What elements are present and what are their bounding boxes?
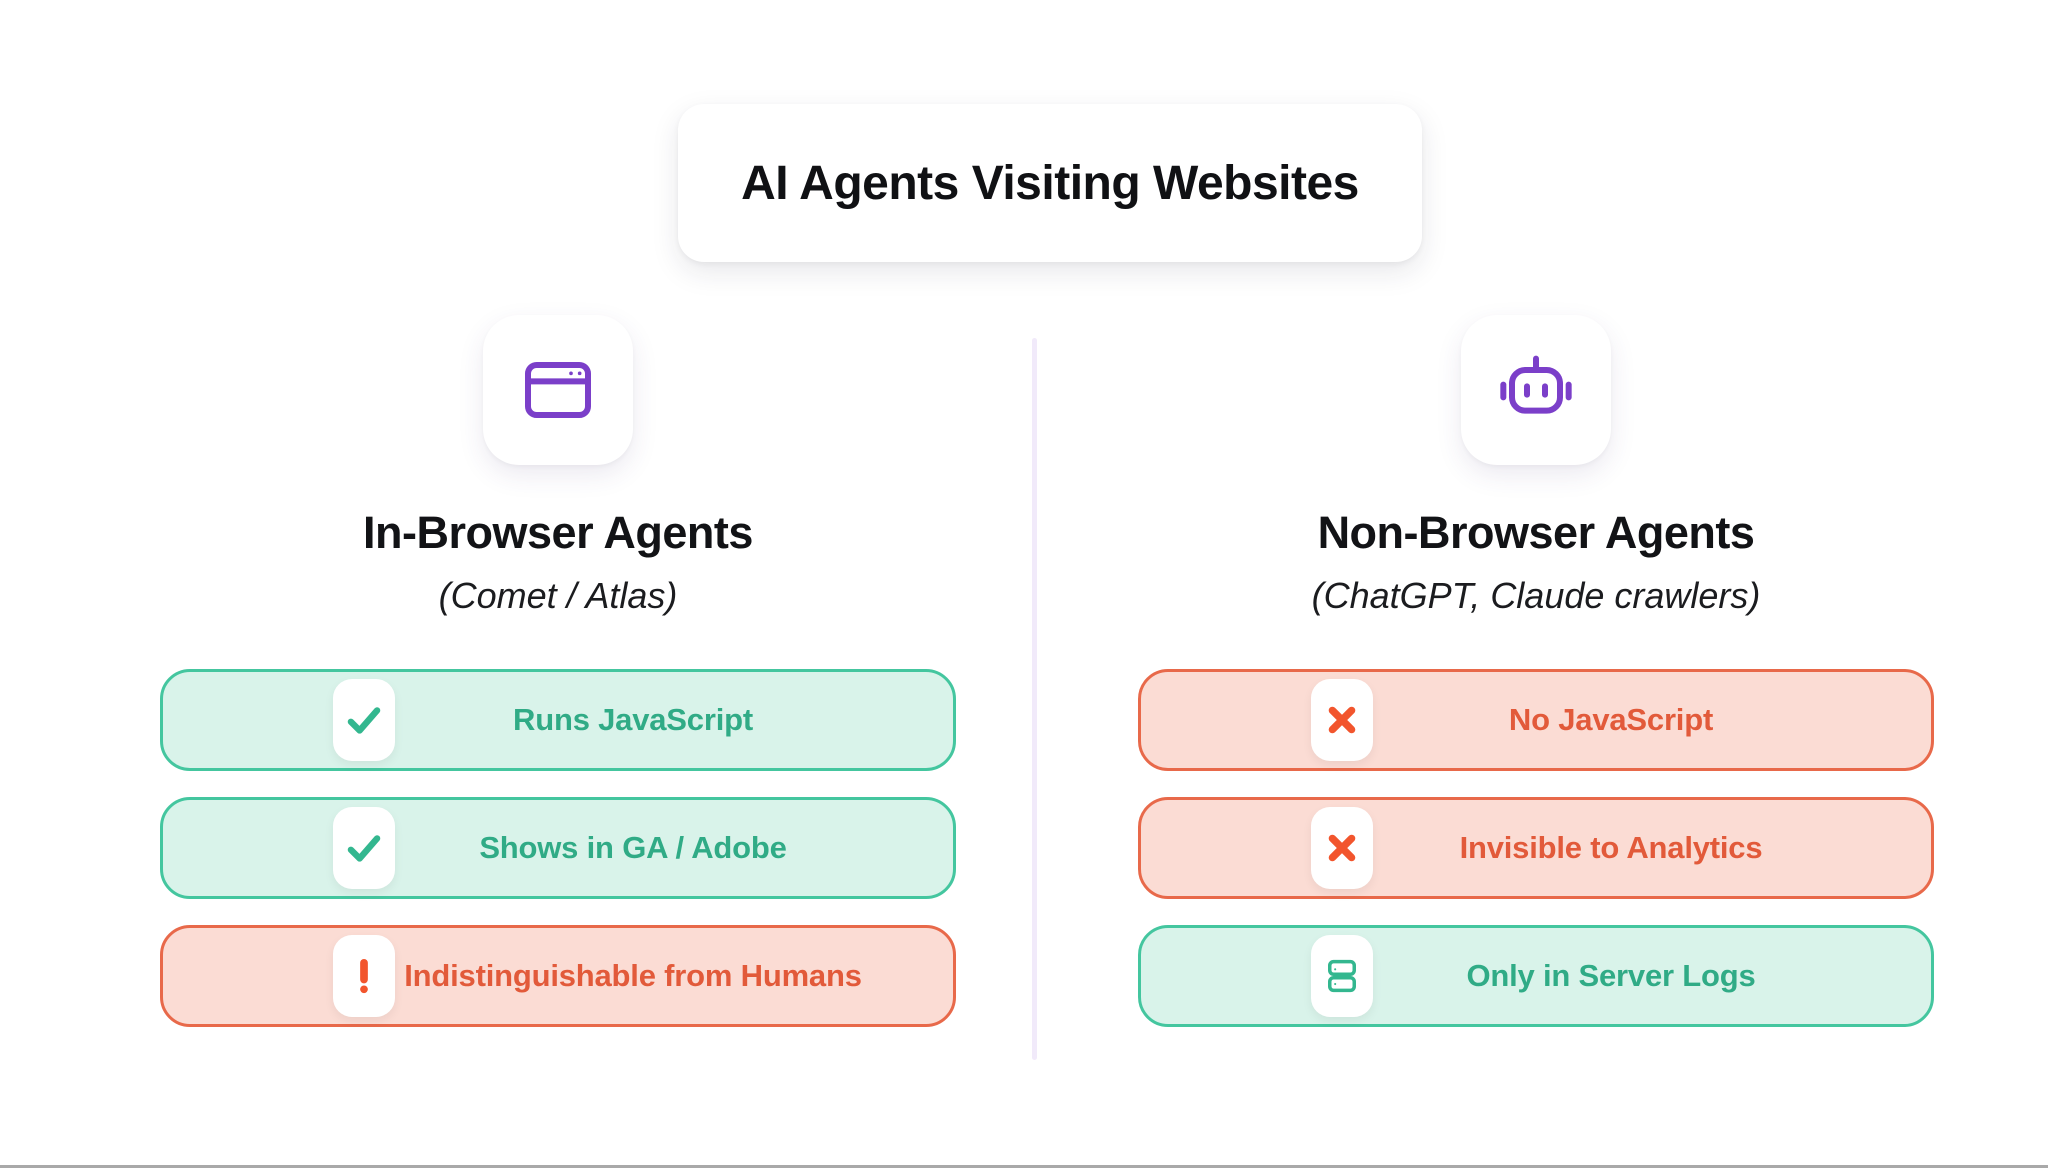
pill-label: Only in Server Logs — [1466, 958, 1756, 993]
page-title: AI Agents Visiting Websites — [741, 156, 1359, 210]
robot-icon — [1461, 315, 1611, 465]
column-heading: Non-Browser Agents — [1317, 507, 1755, 558]
server-icon — [1311, 935, 1373, 1017]
check-icon — [333, 679, 395, 761]
pill-label: Invisible to Analytics — [1459, 830, 1763, 865]
cross-icon — [1311, 679, 1373, 761]
pill-label: Shows in GA / Adobe — [479, 830, 787, 865]
pill-shows-in-ga-adobe: Shows in GA / Adobe — [160, 797, 956, 899]
exclamation-icon — [333, 935, 395, 1017]
check-icon — [333, 807, 395, 889]
column-subtitle: (ChatGPT, Claude crawlers) — [1311, 575, 1761, 616]
column-in-browser: In-Browser Agents (Comet / Atlas) Runs J… — [160, 315, 956, 1053]
pill-runs-javascript: Runs JavaScript — [160, 669, 956, 771]
pill-no-javascript: No JavaScript — [1138, 669, 1934, 771]
browser-window-icon — [483, 315, 633, 465]
cross-icon — [1311, 807, 1373, 889]
pill-list: No JavaScript Invisible to Analytics — [1138, 669, 1934, 1027]
title-card: AI Agents Visiting Websites — [678, 104, 1422, 262]
column-divider — [1032, 338, 1037, 1060]
column-subtitle: (Comet / Atlas) — [438, 575, 678, 616]
pill-label: No JavaScript — [1508, 702, 1714, 737]
bottom-rule — [0, 1165, 2048, 1168]
pill-invisible-to-analytics: Invisible to Analytics — [1138, 797, 1934, 899]
pill-indistinguishable-from-humans: Indistinguishable from Humans — [160, 925, 956, 1027]
pill-only-in-server-logs: Only in Server Logs — [1138, 925, 1934, 1027]
pill-label: Runs JavaScript — [513, 702, 753, 737]
pill-list: Runs JavaScript Shows in GA / Adobe Indi… — [160, 669, 956, 1027]
pill-label: Indistinguishable from Humans — [404, 958, 862, 993]
column-non-browser: Non-Browser Agents (ChatGPT, Claude craw… — [1138, 315, 1934, 1053]
column-heading: In-Browser Agents — [363, 507, 753, 558]
